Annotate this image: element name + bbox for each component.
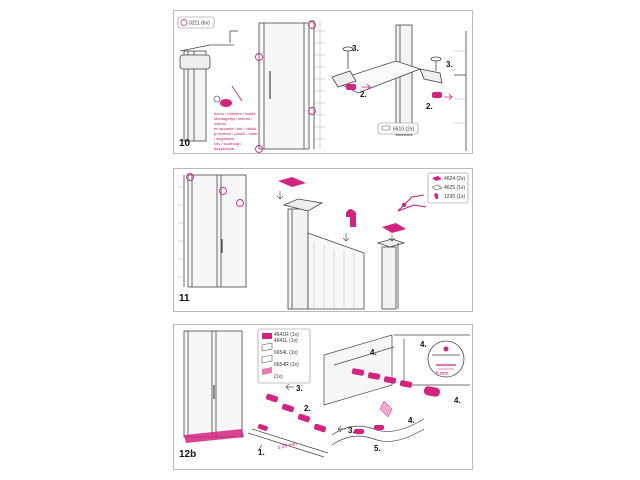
sealant-tube [379,400,393,418]
callout: 2. [304,404,311,413]
door-assembly [258,20,326,150]
part-label: 4641R (1x) [274,332,299,338]
step-number: 10 [179,138,191,149]
highlight-circles [255,21,316,153]
bottom-seal [184,429,244,443]
part-box-6510: 6510 (2x) [377,122,419,135]
callout: 3. [348,426,355,435]
note-line: vdy / soufroug / bezpečnost [214,141,242,151]
callout: 1. [258,448,265,457]
step-12b-illustration: 4641R (1x) 4641L (1x) 6654L (1x) 6654R (… [183,328,470,458]
profile-assembly [282,198,406,310]
callout: 3. [352,44,359,53]
callout: 4. [420,340,427,349]
part-label: 4624 (2x) [444,176,465,182]
step-10-illustration: 3211 (6x) 6510 (2x) 3. 2. 3. 2. [177,16,467,153]
part-label: 4641L (1x) [274,338,298,344]
callout: 2. [426,102,433,111]
note-line: je smělou / použít / untěr / segúridad [214,131,258,141]
seal-strip-exploded [247,428,329,458]
measure-label: 6 mm [436,371,449,377]
note-line: écrou / inférieur / inside [214,111,256,116]
part-label: 6510 (2x) [393,127,414,133]
seal-segments [257,393,327,433]
end-cap-part-2 [382,223,406,233]
step-11-illustration: 4624 (2x) 4625 (1x) 1230 (1x) [178,172,469,310]
detail-circle [427,340,465,378]
callout: 4. [454,396,461,405]
seal-segments-right [351,368,440,434]
parts-legend: 4624 (2x) 4625 (1x) 1230 (1x) [427,172,469,204]
step-12b-panel: 4641R (1x) 4641L (1x) 6654L (1x) 6654R (… [173,324,473,470]
part-label: 4625 (1x) [444,185,465,191]
step-11-panel: 4624 (2x) 4625 (1x) 1230 (1x) 11 [173,168,473,312]
door-assembly [178,174,247,288]
end-cap-part [278,177,306,187]
pliers-icon [397,194,427,212]
step-number: 12b [179,449,197,460]
screw-part [213,95,221,103]
callout: 3. [446,60,453,69]
cover-cap-right [432,92,442,98]
part-label: 6654R (1x) [274,362,299,368]
part-label: 6654L (1x) [274,350,298,356]
screw-cap-part [220,99,232,107]
clip-part [346,209,356,227]
hinge-closeup [179,30,243,142]
part-label: 1230 (1x) [444,194,465,200]
cover-cap-left [346,84,356,90]
parts-legend: 4641R (1x) 4641L (1x) 6654L (1x) 6654R (… [257,328,311,384]
callout: 4. [370,348,377,357]
warning-note: écrou / inférieur / inside Montagetijd /… [214,111,258,151]
highlight-circles [186,173,244,207]
door-assembly [183,330,243,438]
callout: 4. [408,416,415,425]
measure-label: ≥ 20 mm [277,441,297,451]
callout: 3. [296,384,303,393]
step-number: 11 [179,293,190,304]
part-label: (1x) [274,374,283,380]
step-10-panel: 3211 (6x) 6510 (2x) 3. 2. 3. 2. écrou / … [173,10,473,154]
callout: 2. [360,90,367,99]
callout: 5. [374,444,381,453]
note-line: en sécurité / sûr / válido [214,126,257,131]
part-box-3211: 3211 (6x) [177,16,215,29]
part-label: 3211 (6x) [189,21,210,27]
note-line: Montagetijd / interno / interno [214,116,253,126]
